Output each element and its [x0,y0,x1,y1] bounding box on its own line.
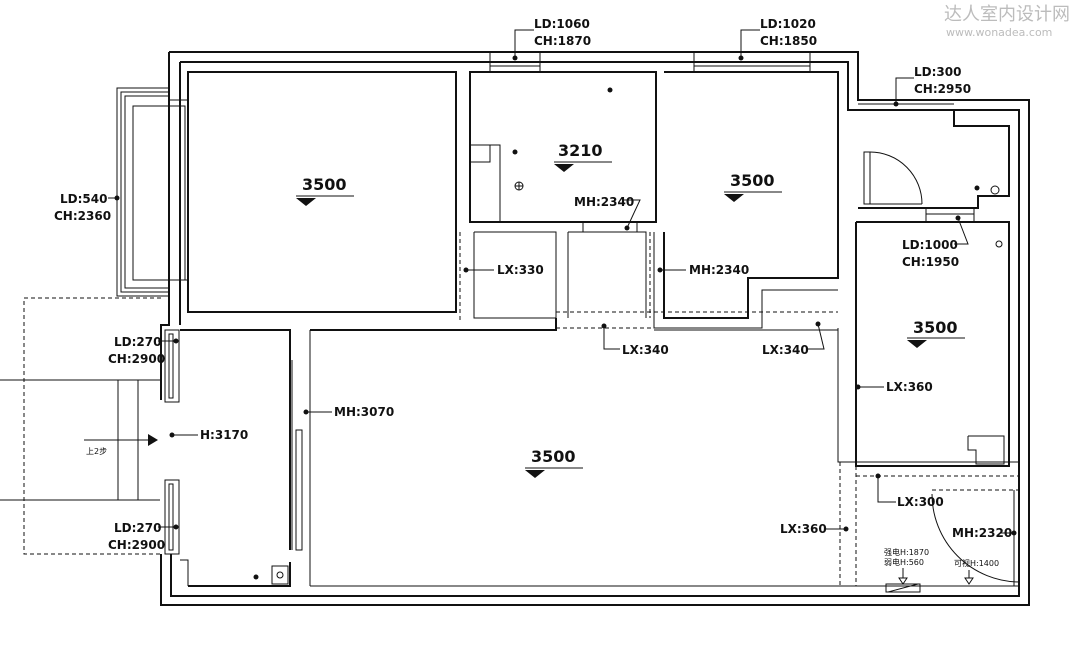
watermark-url: www.wonadea.com [946,26,1052,39]
ch-2360: CH:2360 [54,209,111,223]
bay-window-left [116,87,186,297]
room-entrance [180,329,303,587]
room-living [309,318,840,587]
intercom: 可视H:1400 [954,558,999,587]
elec-strong-label: 强电H:1870 [884,547,929,557]
mh-3070: MH:3070 [334,405,394,419]
lx-360-a: LX:360 [886,380,933,394]
electric-box: 强电H:1870 弱电H:560 [884,547,929,593]
room-label-bedroom-left: 3500 [302,175,347,194]
lx-330: LX:330 [497,263,544,277]
ld-540: LD:540 [60,192,107,206]
step-label: 上2步 [86,447,107,456]
ch-2900-top: CH:2900 [108,352,165,366]
h-3170: H:3170 [200,428,248,442]
mh-2320: MH:2320 [952,526,1012,540]
room-bedroom-middle [653,71,839,329]
dimension-annotations: LD:1060 CH:1870 LD:1020 CH:1850 LD:300 C… [54,17,1017,593]
room-utility [837,328,1020,587]
ch-2950: CH:2950 [914,82,971,96]
lx-340-b: LX:340 [762,343,809,357]
room-bedroom-left [187,71,457,313]
room-label-bedroom-right: 3500 [913,318,958,337]
ch-1950: CH:1950 [902,255,959,269]
ld-270-top: LD:270 [114,335,161,349]
room-label-kitchen: 3210 [558,141,603,160]
ch-1870: CH:1870 [534,34,591,48]
corridor [459,231,838,329]
lx-360-b: LX:360 [780,522,827,536]
ld-1000: LD:1000 [902,238,958,252]
watermark-title: 达人室内设计网 [944,4,1070,25]
ld-1020: LD:1020 [760,17,816,31]
ld-1060: LD:1060 [534,17,590,31]
room-bathroom [858,109,1010,209]
ld-300: LD:300 [914,65,961,79]
room-tags: 3500 3210 3500 3500 3500 [296,141,965,478]
lx-340-a: LX:340 [622,343,669,357]
lx-300: LX:300 [897,495,944,509]
mh-2340-kitchen: MH:2340 [574,195,634,209]
intercom-label: 可视H:1400 [954,558,999,568]
mh-2340-middle: MH:2340 [689,263,749,277]
ld-270-bottom: LD:270 [114,521,161,535]
top-windows [489,51,975,223]
room-label-bedroom-middle: 3500 [730,171,775,190]
elec-weak-label: 弱电H:560 [884,557,924,567]
room-label-living: 3500 [531,447,576,466]
ch-2900-bottom: CH:2900 [108,538,165,552]
ch-1850: CH:1850 [760,34,817,48]
